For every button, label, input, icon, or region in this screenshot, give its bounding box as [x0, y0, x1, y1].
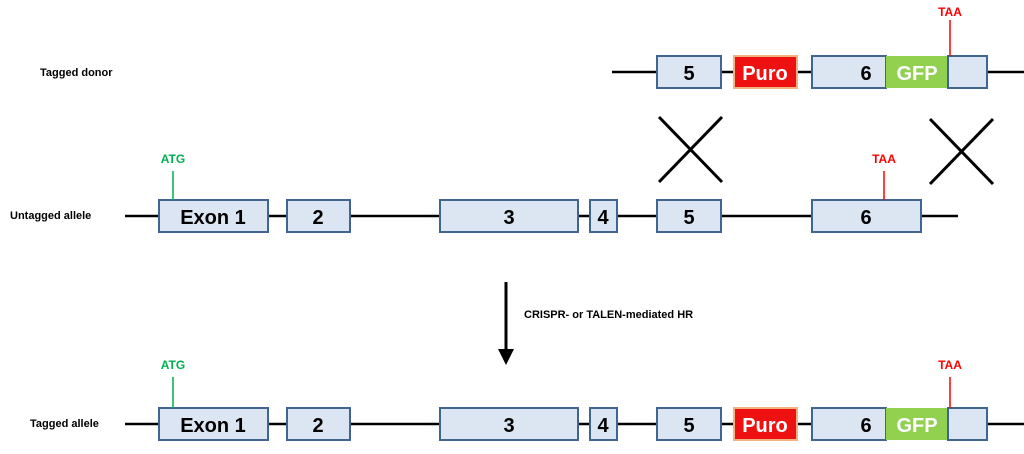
crossover-right-x-icon: [928, 117, 995, 186]
tagged-allele-label: Tagged allele: [30, 418, 99, 430]
tagged-exon-3: [439, 407, 579, 441]
donor-exon-5: [656, 55, 722, 89]
donor-gfp-tag: [886, 56, 948, 88]
untagged-atg-label: ATG: [161, 152, 185, 166]
untagged-exon-5: [656, 199, 722, 233]
tagged-exon-5: [656, 407, 722, 441]
untagged-exon-1-label: Exon 1: [180, 207, 246, 229]
tagged-puro-cassette: [733, 407, 798, 441]
untagged-exon-5-label: 5: [683, 207, 694, 229]
tagged-exon-1: [158, 407, 269, 441]
tagged-atg-label: ATG: [161, 358, 185, 372]
untagged-exon-3: [439, 199, 579, 233]
tagged-exon-6-label: 6: [860, 415, 871, 437]
tagged-exon-2: [286, 407, 351, 441]
untagged-allele-label: Untagged allele: [10, 210, 91, 222]
tagged-puro-label: Puro: [742, 415, 788, 437]
crossover-left-x-icon: [657, 115, 724, 184]
donor-exon-6: [811, 55, 887, 89]
crossover-marks: [657, 115, 995, 186]
untagged-exon-2-label: 2: [312, 207, 323, 229]
untagged-exon-4: [589, 199, 618, 233]
untagged-exon-6-label: 6: [860, 207, 871, 229]
tagged-exon-3-label: 3: [503, 415, 514, 437]
tagged-allele-row: Tagged allele Exon 1 2 3 4 5 Puro 6 GFP …: [30, 358, 1024, 441]
hr-process-arrow: CRISPR- or TALEN-mediated HR: [498, 282, 693, 365]
tagged-exon-6-utr: [947, 407, 988, 441]
tagged-exon-6: [811, 407, 887, 441]
tagged-exon-5-label: 5: [683, 415, 694, 437]
donor-exon-6-utr: [947, 55, 988, 89]
tagged-donor-label: Tagged donor: [40, 67, 113, 79]
untagged-exon-2: [286, 199, 351, 233]
donor-gfp-label: GFP: [896, 63, 937, 85]
tagged-gfp-tag: [886, 408, 948, 440]
tagged-exon-4-label: 4: [597, 415, 609, 437]
tagged-exon-1-label: Exon 1: [180, 415, 246, 437]
donor-puro-cassette: [733, 55, 798, 89]
untagged-exon-3-label: 3: [503, 207, 514, 229]
untagged-exon-6: [811, 199, 922, 233]
tagged-donor-row: Tagged donor 5 Puro 6 GFP TAA: [40, 5, 1024, 89]
tagged-gfp-label: GFP: [896, 415, 937, 437]
tagged-exon-2-label: 2: [312, 415, 323, 437]
donor-exon-5-label: 5: [683, 63, 694, 85]
down-arrow-icon: [498, 349, 514, 365]
untagged-taa-label: TAA: [872, 152, 896, 166]
hr-process-label: CRISPR- or TALEN-mediated HR: [524, 309, 693, 321]
untagged-allele-row: Untagged allele Exon 1 2 3 4 5 6 ATG TAA: [10, 152, 958, 233]
untagged-exon-1: [158, 199, 269, 233]
untagged-exon-4-label: 4: [597, 207, 609, 229]
tagged-taa-label: TAA: [938, 358, 962, 372]
donor-taa-label: TAA: [938, 5, 962, 19]
tagged-exon-4: [589, 407, 618, 441]
donor-puro-label: Puro: [742, 63, 788, 85]
donor-exon-6-label: 6: [860, 63, 871, 85]
